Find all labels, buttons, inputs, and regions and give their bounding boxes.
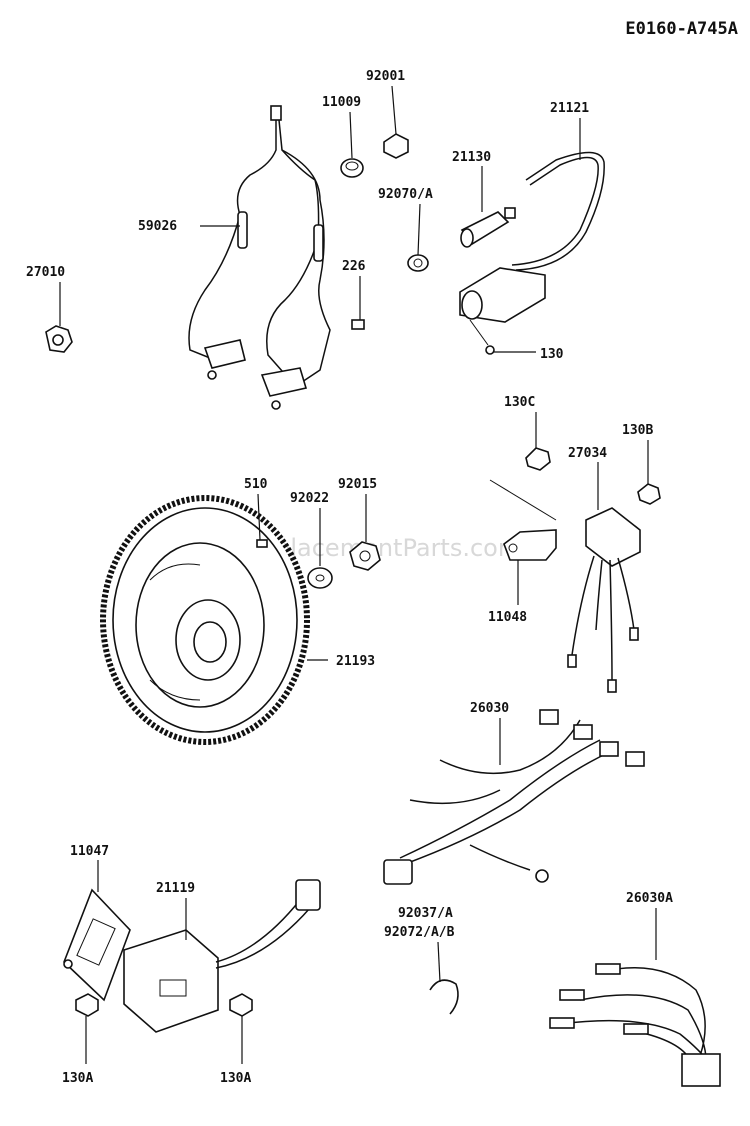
harness-26030-drawing [383, 709, 645, 885]
label-11048: 11048 [488, 610, 527, 625]
nut-92015-drawing [349, 541, 381, 571]
label-92015: 92015 [338, 477, 377, 492]
label-130a-right: 130A [220, 1071, 251, 1086]
label-130: 130 [540, 347, 564, 362]
bolt-130a-left-drawing [75, 993, 99, 1017]
label-11047: 11047 [70, 844, 109, 859]
label-92022: 92022 [290, 491, 329, 506]
leader-lines [59, 85, 657, 1064]
bracket-11048-drawing [489, 479, 557, 561]
plug-92070-drawing [407, 254, 429, 272]
diagram-code: E0160-A745A [625, 19, 738, 39]
label-92072-a-b: 92072/A/B [384, 925, 455, 940]
label-11009: 11009 [322, 95, 361, 110]
wire-harness-59026-drawing [188, 105, 331, 410]
bolt-130b-drawing [637, 483, 661, 505]
key-510-drawing [256, 539, 268, 548]
label-21130: 21130 [452, 150, 491, 165]
label-21193: 21193 [336, 654, 375, 669]
plug-cap-21130-drawing [460, 207, 516, 248]
screw-226-drawing [351, 319, 365, 330]
flywheel-21193-drawing [100, 495, 310, 745]
label-130a-left: 130A [62, 1071, 93, 1086]
regulator-21119-drawing [123, 879, 321, 1033]
label-21119: 21119 [156, 881, 195, 896]
cap-11009-drawing [340, 158, 364, 178]
label-130c: 130C [504, 395, 535, 410]
plate-11047-drawing [63, 888, 131, 1002]
label-27010: 27010 [26, 265, 65, 280]
label-92001: 92001 [366, 69, 405, 84]
label-26030: 26030 [470, 701, 509, 716]
label-130b: 130B [622, 423, 653, 438]
label-26030a: 26030A [626, 891, 673, 906]
label-510: 510 [244, 477, 268, 492]
nut-92001-drawing [383, 133, 409, 159]
ignition-coil-21121-drawing [459, 151, 605, 355]
washer-92022-drawing [307, 567, 333, 589]
nut-27010-drawing [45, 325, 73, 353]
label-92037-a: 92037/A [398, 906, 453, 921]
clamp-92037-drawing [429, 979, 459, 1015]
bolt-130a-right-drawing [229, 993, 253, 1017]
label-21121: 21121 [550, 101, 589, 116]
wire-set-26030a-drawing [549, 963, 721, 1087]
label-27034: 27034 [568, 446, 607, 461]
igniter-27034-drawing [567, 507, 641, 693]
label-226: 226 [342, 259, 366, 274]
label-92070-a: 92070/A [378, 187, 433, 202]
part-labels: 92001 11009 21121 21130 92070/A 59026 27… [26, 69, 673, 1086]
label-59026: 59026 [138, 219, 177, 234]
bolt-130c-drawing [525, 447, 551, 471]
